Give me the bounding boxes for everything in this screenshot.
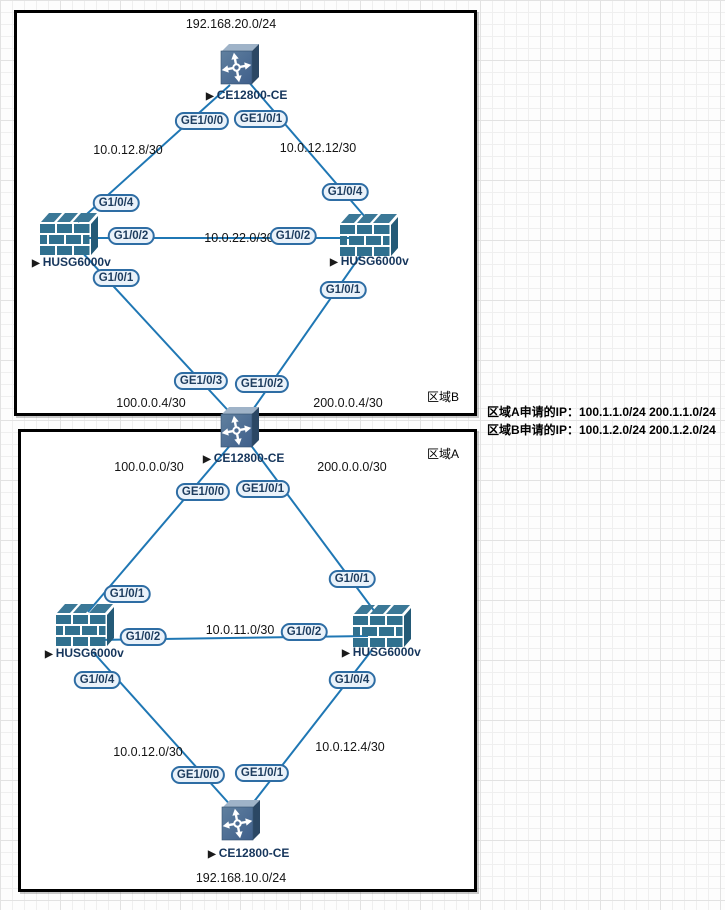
subnet-label: 100.0.0.4/30	[116, 396, 186, 410]
device-name: CE12800-CE	[213, 451, 285, 465]
device-label: ▶HUSG6000v	[342, 645, 421, 659]
firewall-glyph	[56, 604, 114, 646]
port-label: G1/0/1	[103, 585, 151, 603]
port-label: GE1/0/2	[234, 375, 290, 393]
switch-glyph	[220, 44, 259, 85]
firewall-icon[interactable]	[351, 602, 413, 649]
port-label: G1/0/4	[321, 183, 369, 201]
port-label: G1/0/2	[280, 623, 328, 641]
port-label: G1/0/4	[92, 194, 140, 212]
ip-annotation: 区域A申请的IP：100.1.1.0/24 200.1.1.0/24	[487, 405, 716, 419]
subnet-label: 10.0.12.12/30	[279, 141, 357, 155]
device-name: CE12800-CE	[218, 846, 290, 860]
subnet-label: 10.0.12.0/30	[113, 745, 183, 759]
port-label: G1/0/2	[119, 628, 167, 646]
device-label: ▶CE12800-CE	[203, 451, 284, 465]
port-label: G1/0/4	[328, 671, 376, 689]
device-name: HUSG6000v	[42, 255, 111, 269]
port-label: GE1/0/1	[234, 764, 290, 782]
ip-annotation: 区域B申请的IP：100.1.2.0/24 200.1.2.0/24	[487, 423, 716, 437]
device-play-icon: ▶	[208, 849, 216, 860]
device-label: ▶CE12800-CE	[208, 846, 289, 860]
firewall-icon[interactable]	[54, 601, 116, 648]
device-label: ▶HUSG6000v	[330, 254, 409, 268]
port-label: GE1/0/0	[170, 766, 226, 784]
device-label: ▶HUSG6000v	[32, 255, 111, 269]
subnet-label: 10.0.12.8/30	[93, 143, 163, 157]
port-label: G1/0/2	[269, 227, 317, 245]
device-label: ▶HUSG6000v	[45, 646, 124, 660]
region-label: 区域A	[427, 447, 460, 461]
device-name: HUSG6000v	[352, 645, 421, 659]
firewall-glyph	[340, 214, 398, 256]
subnet-label: 200.0.0.4/30	[313, 396, 383, 410]
subnet-label: 10.0.11.0/30	[205, 623, 275, 637]
subnet-label: 10.0.22.0/30	[204, 231, 274, 245]
switch-glyph	[220, 407, 259, 448]
switch-glyph	[221, 800, 260, 841]
device-label: ▶CE12800-CE	[206, 88, 287, 102]
switch-icon[interactable]	[217, 405, 261, 451]
device-play-icon: ▶	[45, 649, 53, 660]
firewall-icon[interactable]	[38, 210, 100, 257]
firewall-glyph	[40, 213, 98, 255]
switch-icon[interactable]	[217, 42, 261, 88]
port-label: G1/0/1	[319, 281, 367, 299]
device-play-icon: ▶	[32, 258, 40, 269]
port-label: G1/0/2	[107, 227, 155, 245]
port-label: GE1/0/3	[173, 372, 229, 390]
port-label: G1/0/1	[92, 269, 140, 287]
device-play-icon: ▶	[330, 257, 338, 268]
subnet-label: 200.0.0.0/30	[317, 460, 387, 474]
subnet-label: 100.0.0.0/30	[114, 460, 184, 474]
firewall-glyph	[353, 605, 411, 647]
device-name: HUSG6000v	[340, 254, 409, 268]
firewall-icon[interactable]	[338, 211, 400, 258]
device-name: HUSG6000v	[55, 646, 124, 660]
port-label: GE1/0/0	[175, 483, 231, 501]
device-play-icon: ▶	[203, 454, 211, 465]
device-play-icon: ▶	[342, 648, 350, 659]
subnet-label: 10.0.12.4/30	[315, 740, 385, 754]
switch-icon[interactable]	[218, 798, 262, 844]
port-label: GE1/0/1	[235, 480, 291, 498]
subnet-label: 192.168.20.0/24	[185, 17, 277, 31]
port-label: G1/0/4	[73, 671, 121, 689]
port-label: G1/0/1	[328, 570, 376, 588]
device-play-icon: ▶	[206, 91, 214, 102]
port-label: GE1/0/0	[174, 112, 230, 130]
port-label: GE1/0/1	[233, 110, 289, 128]
device-name: CE12800-CE	[216, 88, 288, 102]
subnet-label: 192.168.10.0/24	[195, 871, 287, 885]
region-label: 区域B	[427, 390, 460, 404]
